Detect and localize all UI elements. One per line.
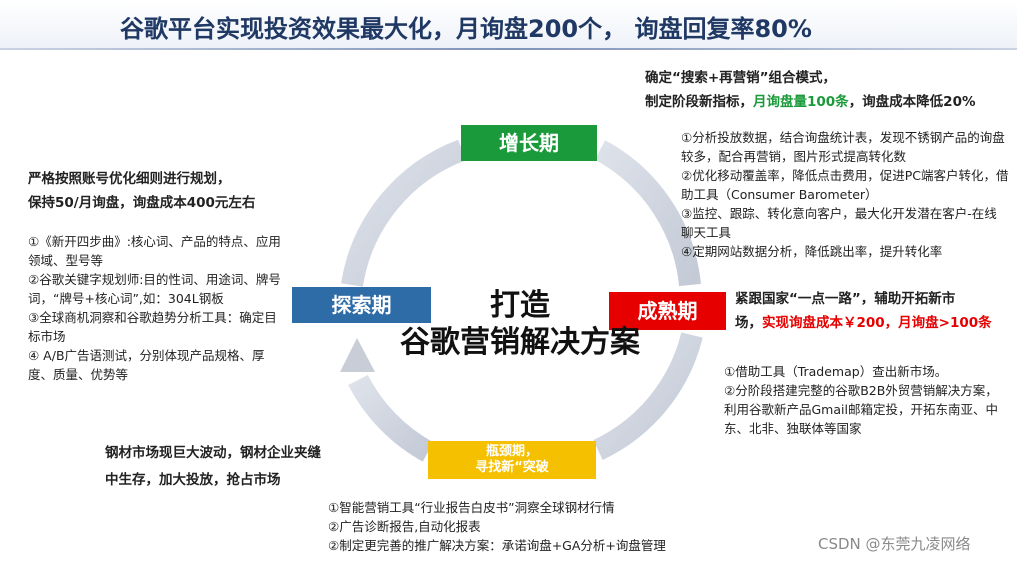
growth-items: ①分析投放数据，结合询盘统计表，发现不锈钢产品的询盘较多，配合再营销，图片形式提…	[681, 128, 1009, 261]
phase-bottleneck-line1: 瓶颈期，	[485, 444, 538, 459]
watermark: CSDN @东莞九凌网络	[818, 535, 971, 553]
bottleneck-item-1: ①智能营销工具“行业报告白皮书”洞察全球钢材行情	[328, 500, 615, 515]
growth-head1: 确定“搜索+再营销”组合模式，	[645, 70, 837, 86]
cycle-segment-bottom-left	[348, 374, 434, 462]
growth-target: 月询盘量100条	[753, 94, 849, 110]
growth-item-4: ④定期网站数据分析，降低跳出率，提升转化率	[681, 244, 943, 259]
phase-bottleneck: 瓶颈期， 寻找新“突破	[428, 441, 596, 479]
mature-target: 实现询盘成本￥200，月询盘>100条	[762, 315, 992, 331]
explore-item-2: ②谷歌关键字规划师:目的性词、用途词、牌号词，“牌号+核心词”,如：304L钢板	[28, 272, 281, 306]
growth-item-1: ①分析投放数据，结合询盘统计表，发现不锈钢产品的询盘较多，配合再营销，图片形式提…	[681, 130, 1005, 164]
center-line1: 打造	[490, 288, 550, 323]
cycle-segment-bottom-right	[593, 332, 703, 460]
phase-growth: 增长期	[461, 125, 597, 161]
explore-item-1: ①《新开四步曲》:核心词、产品的特点、应用领域、型号等	[28, 234, 281, 268]
title-divider	[0, 48, 1017, 50]
mature-item-1: ①借助工具（Trademap）查出新市场。	[724, 364, 948, 379]
explore-item-4: ④ A/B广告语测试，分别体现产品规格、厚度、质量、优势等	[28, 348, 265, 382]
center-title: 打造 谷歌营销解决方案	[375, 288, 665, 362]
bottleneck-head1: 钢材市场现巨大波动，钢材企业夹缝	[105, 445, 321, 461]
page-title: 谷歌平台实现投资效果最大化，月询盘200个， 询盘回复率80%	[120, 15, 812, 43]
bottleneck-items: ①智能营销工具“行业报告白皮书”洞察全球钢材行情 ②广告诊断报告,自动化报表 ②…	[328, 498, 728, 555]
mature-head2-pre: 场，	[735, 315, 762, 331]
mature-items: ①借助工具（Trademap）查出新市场。 ②分阶段搭建完整的谷歌B2B外贸营销…	[724, 362, 1004, 438]
growth-head2: 制定阶段新指标，月询盘量100条，询盘成本降低20%	[645, 90, 1017, 114]
phase-explore: 探索期	[292, 287, 431, 323]
growth-head2-post: ，询盘成本降低20%	[848, 94, 976, 110]
mature-item-2: ②分阶段搭建完整的谷歌B2B外贸营销解决方案，利用谷歌新产品Gmail邮箱定投，…	[724, 383, 998, 436]
growth-item-3: ③监控、跟踪、转化意向客户，最大化开发潜在客户-在线聊天工具	[681, 206, 997, 240]
mature-head2: 场，实现询盘成本￥200，月询盘>100条	[735, 311, 1005, 335]
phase-mature: 成熟期	[609, 292, 726, 330]
growth-headline: 确定“搜索+再营销”组合模式， 制定阶段新指标，月询盘量100条，询盘成本降低2…	[645, 66, 1017, 114]
mature-head1: 紧跟国家“一点一路”，辅助开拓新市	[735, 291, 956, 307]
center-line2: 谷歌营销解决方案	[400, 325, 640, 360]
mature-headline: 紧跟国家“一点一路”，辅助开拓新市 场，实现询盘成本￥200，月询盘>100条	[735, 287, 1005, 335]
cycle-segment-top-left	[341, 139, 466, 287]
explore-item-3: ③全球商机洞察和谷歌趋势分析工具：确定目标市场	[28, 310, 277, 344]
bottleneck-item-2: ②广告诊断报告,自动化报表	[328, 519, 481, 534]
bottleneck-head2: 中生存，加大投放，抢占市场	[105, 472, 281, 488]
bottleneck-headline: 钢材市场现巨大波动，钢材企业夹缝 中生存，加大投放，抢占市场	[105, 440, 405, 494]
explore-head2: 保持50/月询盘，询盘成本400元左右	[28, 195, 256, 211]
phase-bottleneck-line2: 寻找新“突破	[475, 460, 549, 475]
explore-head1: 严格按照账号优化细则进行规划，	[28, 171, 231, 187]
explore-items: ①《新开四步曲》:核心词、产品的特点、应用领域、型号等 ②谷歌关键字规划师:目的…	[28, 232, 286, 384]
cycle-arrowhead	[340, 338, 375, 372]
cycle-segment-top-right	[594, 140, 701, 287]
title-bar: 谷歌平台实现投资效果最大化，月询盘200个， 询盘回复率80%	[0, 0, 1017, 48]
explore-headline: 严格按照账号优化细则进行规划， 保持50/月询盘，询盘成本400元左右	[28, 167, 298, 215]
growth-item-2: ②优化移动覆盖率，降低点击费用，促进PC端客户转化，借助工具（Consumer …	[681, 168, 1009, 202]
bottleneck-item-3: ②制定更完善的推广解决方案：承诺询盘+GA分析+询盘管理	[328, 538, 666, 553]
growth-head2-pre: 制定阶段新指标，	[645, 94, 753, 110]
